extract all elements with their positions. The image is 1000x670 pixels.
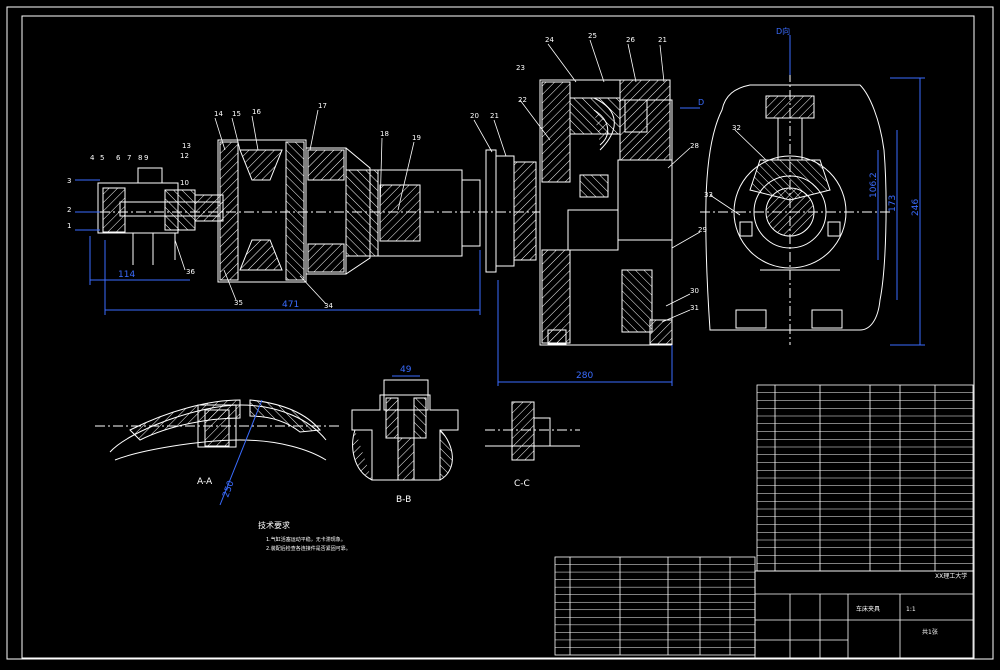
direction-labels: D D向 bbox=[698, 26, 790, 107]
dim-114: 114 bbox=[118, 270, 135, 280]
callout-4: 4 bbox=[90, 154, 95, 162]
lower-parts-list bbox=[554, 556, 756, 656]
title-block-text: XX理工大学 车床夹具 1:1 共1张 bbox=[856, 572, 967, 636]
callout-5: 5 bbox=[100, 154, 104, 162]
callout-35: 35 bbox=[234, 299, 243, 307]
callout-9: 9 bbox=[144, 154, 148, 162]
end-view-d bbox=[700, 72, 890, 345]
label-bb: B-B bbox=[396, 495, 411, 505]
label-aa: A-A bbox=[197, 477, 213, 487]
callout-31: 31 bbox=[690, 304, 699, 312]
leader-lines bbox=[174, 39, 767, 323]
callout-14: 14 bbox=[214, 110, 223, 118]
drawing-name: 车床夹具 bbox=[856, 605, 880, 613]
section-aa bbox=[95, 399, 340, 461]
dim-471: 471 bbox=[282, 300, 299, 310]
callout-36: 36 bbox=[186, 268, 195, 276]
section-bb bbox=[351, 379, 459, 481]
callout-20: 20 bbox=[470, 112, 479, 120]
callout-13: 13 bbox=[182, 142, 191, 150]
fixture-body bbox=[485, 79, 673, 346]
school-name: XX理工大学 bbox=[935, 572, 967, 580]
lower-parts-rows bbox=[555, 564, 755, 648]
scale-value: 1:1 bbox=[906, 606, 916, 613]
callout-7: 7 bbox=[127, 154, 131, 162]
view-labels: A-A B-B C-C bbox=[197, 477, 530, 505]
dim-250: 250 bbox=[221, 479, 236, 499]
callout-16: 16 bbox=[252, 108, 261, 116]
callout-12: 12 bbox=[180, 152, 189, 160]
callout-1: 1 bbox=[67, 222, 71, 230]
dim-173: 173 bbox=[888, 195, 898, 212]
callout-22: 22 bbox=[518, 96, 527, 104]
callout-24: 24 bbox=[545, 36, 554, 44]
callout-8: 8 bbox=[138, 154, 142, 162]
dim-49: 49 bbox=[400, 365, 412, 375]
label-d: D bbox=[698, 98, 704, 107]
callout-2: 2 bbox=[67, 206, 71, 214]
callout-21: 21 bbox=[490, 112, 499, 120]
inner-border bbox=[21, 15, 975, 659]
callout-25: 25 bbox=[588, 32, 597, 40]
callout-18: 18 bbox=[380, 130, 389, 138]
notes-title: 技术要求 bbox=[258, 520, 290, 530]
dim-246: 246 bbox=[911, 199, 921, 216]
callout-29: 29 bbox=[698, 226, 707, 234]
callout-17: 17 bbox=[318, 102, 327, 110]
sheet-count: 共1张 bbox=[922, 628, 938, 636]
callout-34: 34 bbox=[324, 302, 333, 310]
outer-border bbox=[6, 6, 994, 660]
dim-280: 280 bbox=[576, 371, 593, 381]
callout-6: 6 bbox=[116, 154, 121, 162]
label-d-view: D向 bbox=[776, 26, 790, 36]
notes-line-1: 1.气缸活塞运动平稳，无卡滞现象。 bbox=[266, 536, 346, 543]
callout-33: 33 bbox=[704, 191, 713, 199]
technical-notes: 技术要求 1.气缸活塞运动平稳，无卡滞现象。 2.装配后检查各连接件是否紧固可靠… bbox=[258, 520, 351, 552]
callout-19: 19 bbox=[412, 134, 421, 142]
dim-106: 106.2 bbox=[869, 172, 879, 198]
callout-30: 30 bbox=[690, 287, 699, 295]
callout-10: 10 bbox=[180, 179, 189, 187]
callout-26: 26 bbox=[626, 36, 635, 44]
notes-line-2: 2.装配后检查各连接件是否紧固可靠。 bbox=[266, 545, 351, 552]
cylinder-assembly bbox=[97, 139, 540, 283]
callout-32: 32 bbox=[732, 124, 741, 132]
callout-28: 28 bbox=[690, 142, 699, 150]
callout-21b: 21 bbox=[658, 36, 667, 44]
title-block bbox=[754, 570, 974, 659]
callout-3: 3 bbox=[67, 177, 71, 185]
callout-numbers: 3 4 5 6 7 8 9 10 12 13 14 15 16 17 18 19… bbox=[67, 32, 741, 312]
callout-15: 15 bbox=[232, 110, 241, 118]
callout-23: 23 bbox=[516, 64, 525, 72]
section-cc bbox=[485, 401, 580, 461]
parts-list-rows bbox=[757, 392, 973, 564]
dimension-lines bbox=[75, 35, 925, 506]
label-cc: C-C bbox=[514, 479, 530, 489]
